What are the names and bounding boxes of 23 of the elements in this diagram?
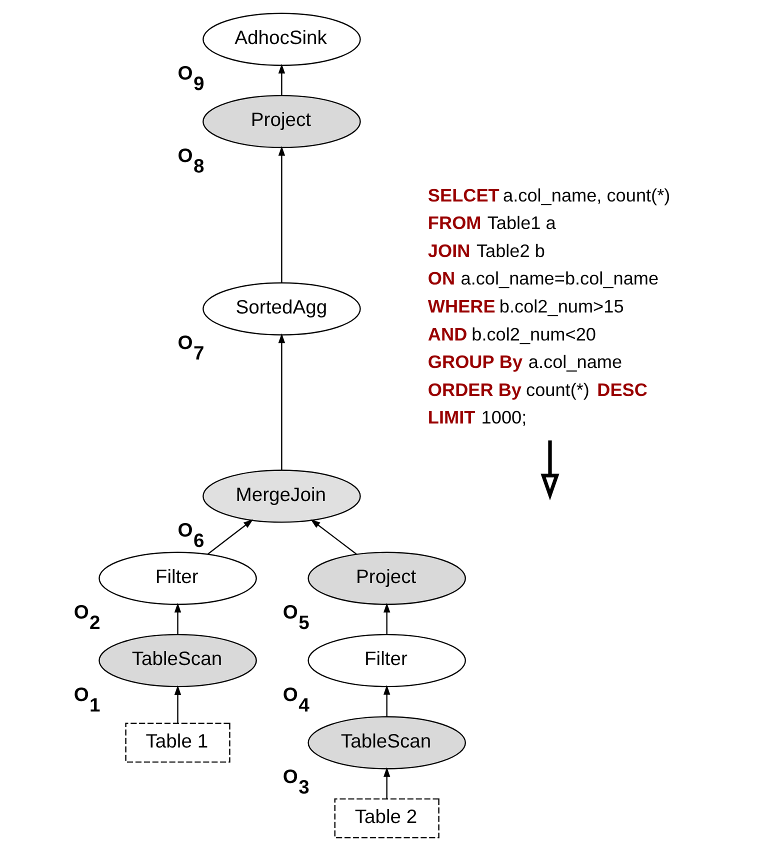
- node-ellipse: TableScan: [307, 716, 466, 770]
- arrow: [206, 519, 253, 555]
- arrow: [540, 440, 559, 500]
- node-ellipse: SortedAgg: [202, 282, 360, 336]
- node-ellipse: Project: [307, 552, 466, 605]
- arrow: [382, 767, 390, 799]
- arrow: [278, 64, 285, 96]
- node-ellipse: TableScan: [98, 634, 256, 688]
- arrow: [174, 602, 181, 635]
- node-text: SELCET a.col_name, count(*) FROM Table1 a JOIN Table2 b ON a.col_name=b.col_name WHERE b.col2_num>15 AND b.col2_num<20 GROUP By a.col_name ORDER By count(*) DESC LIMIT 1000;: [427, 185, 670, 428]
- node-ellipse: MergeJoin: [202, 470, 360, 523]
- arrow: [278, 146, 285, 283]
- arrow: [310, 519, 356, 555]
- node-box: Table 1: [124, 722, 230, 763]
- node-ellipse: Filter: [98, 552, 256, 605]
- arrow: [278, 333, 285, 470]
- node-box: Table 2: [334, 798, 439, 838]
- arrow: [174, 685, 181, 724]
- node-ellipse: AdhocSink: [202, 12, 360, 66]
- node-ellipse: Project: [202, 94, 360, 148]
- arrow: [382, 685, 390, 717]
- arrow: [382, 602, 390, 635]
- node-ellipse: Filter: [307, 634, 466, 688]
